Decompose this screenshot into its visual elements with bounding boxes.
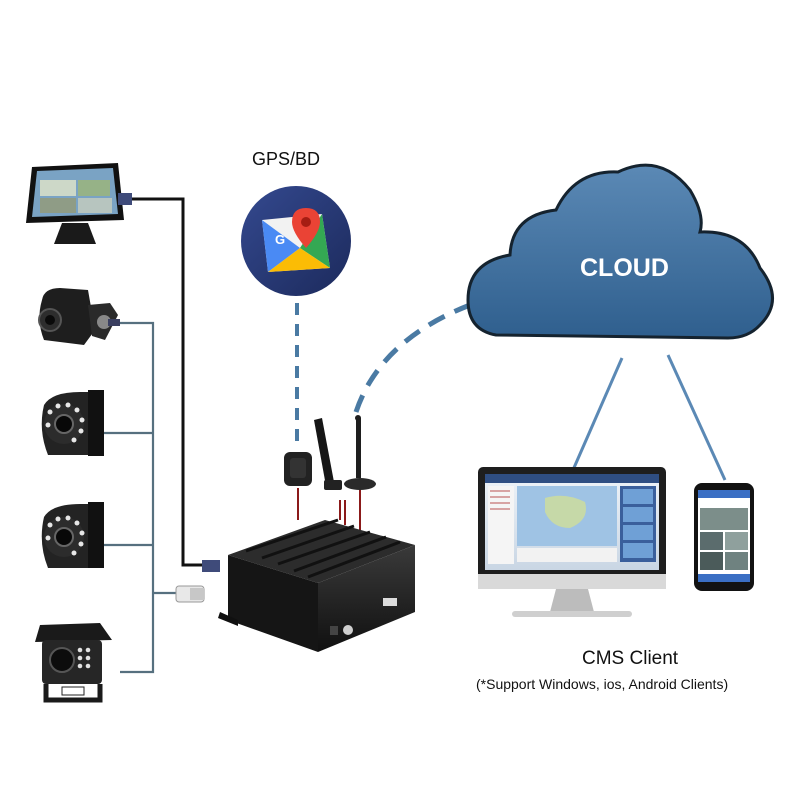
truck-rear-camera-icon bbox=[35, 623, 112, 703]
cable-connections bbox=[102, 197, 727, 674]
smartphone-icon bbox=[694, 483, 754, 591]
cms-client-subtitle: (*Support Windows, ios, Android Clients) bbox=[476, 676, 729, 692]
dome-camera-icon bbox=[41, 502, 104, 568]
wifi-antenna-icon bbox=[314, 418, 342, 490]
cloud-label: CLOUD bbox=[580, 254, 669, 282]
antenna-wires bbox=[297, 488, 361, 530]
monitor-video-cable bbox=[130, 197, 212, 567]
4g-antenna-icon bbox=[344, 415, 376, 490]
desktop-monitor-icon bbox=[478, 467, 666, 617]
cms-client-title: CMS Client bbox=[582, 648, 679, 669]
google-maps-pin-icon: G bbox=[241, 186, 351, 296]
side-camera-icon bbox=[38, 288, 120, 345]
dashboard-monitor-icon bbox=[26, 163, 132, 244]
cloud-to-desktop-link bbox=[571, 357, 624, 471]
camera-cable-bus bbox=[102, 321, 176, 674]
gps-antenna-icon bbox=[284, 452, 312, 486]
cloud-wireless-link bbox=[353, 302, 471, 413]
dome-camera-icon bbox=[41, 390, 104, 456]
cloud-shape bbox=[466, 163, 774, 340]
gps-label: GPS/BD bbox=[252, 149, 321, 169]
cloud-to-phone-link bbox=[666, 354, 727, 481]
mobile-dvr-icon bbox=[175, 518, 415, 652]
svg-text:G: G bbox=[275, 232, 285, 247]
